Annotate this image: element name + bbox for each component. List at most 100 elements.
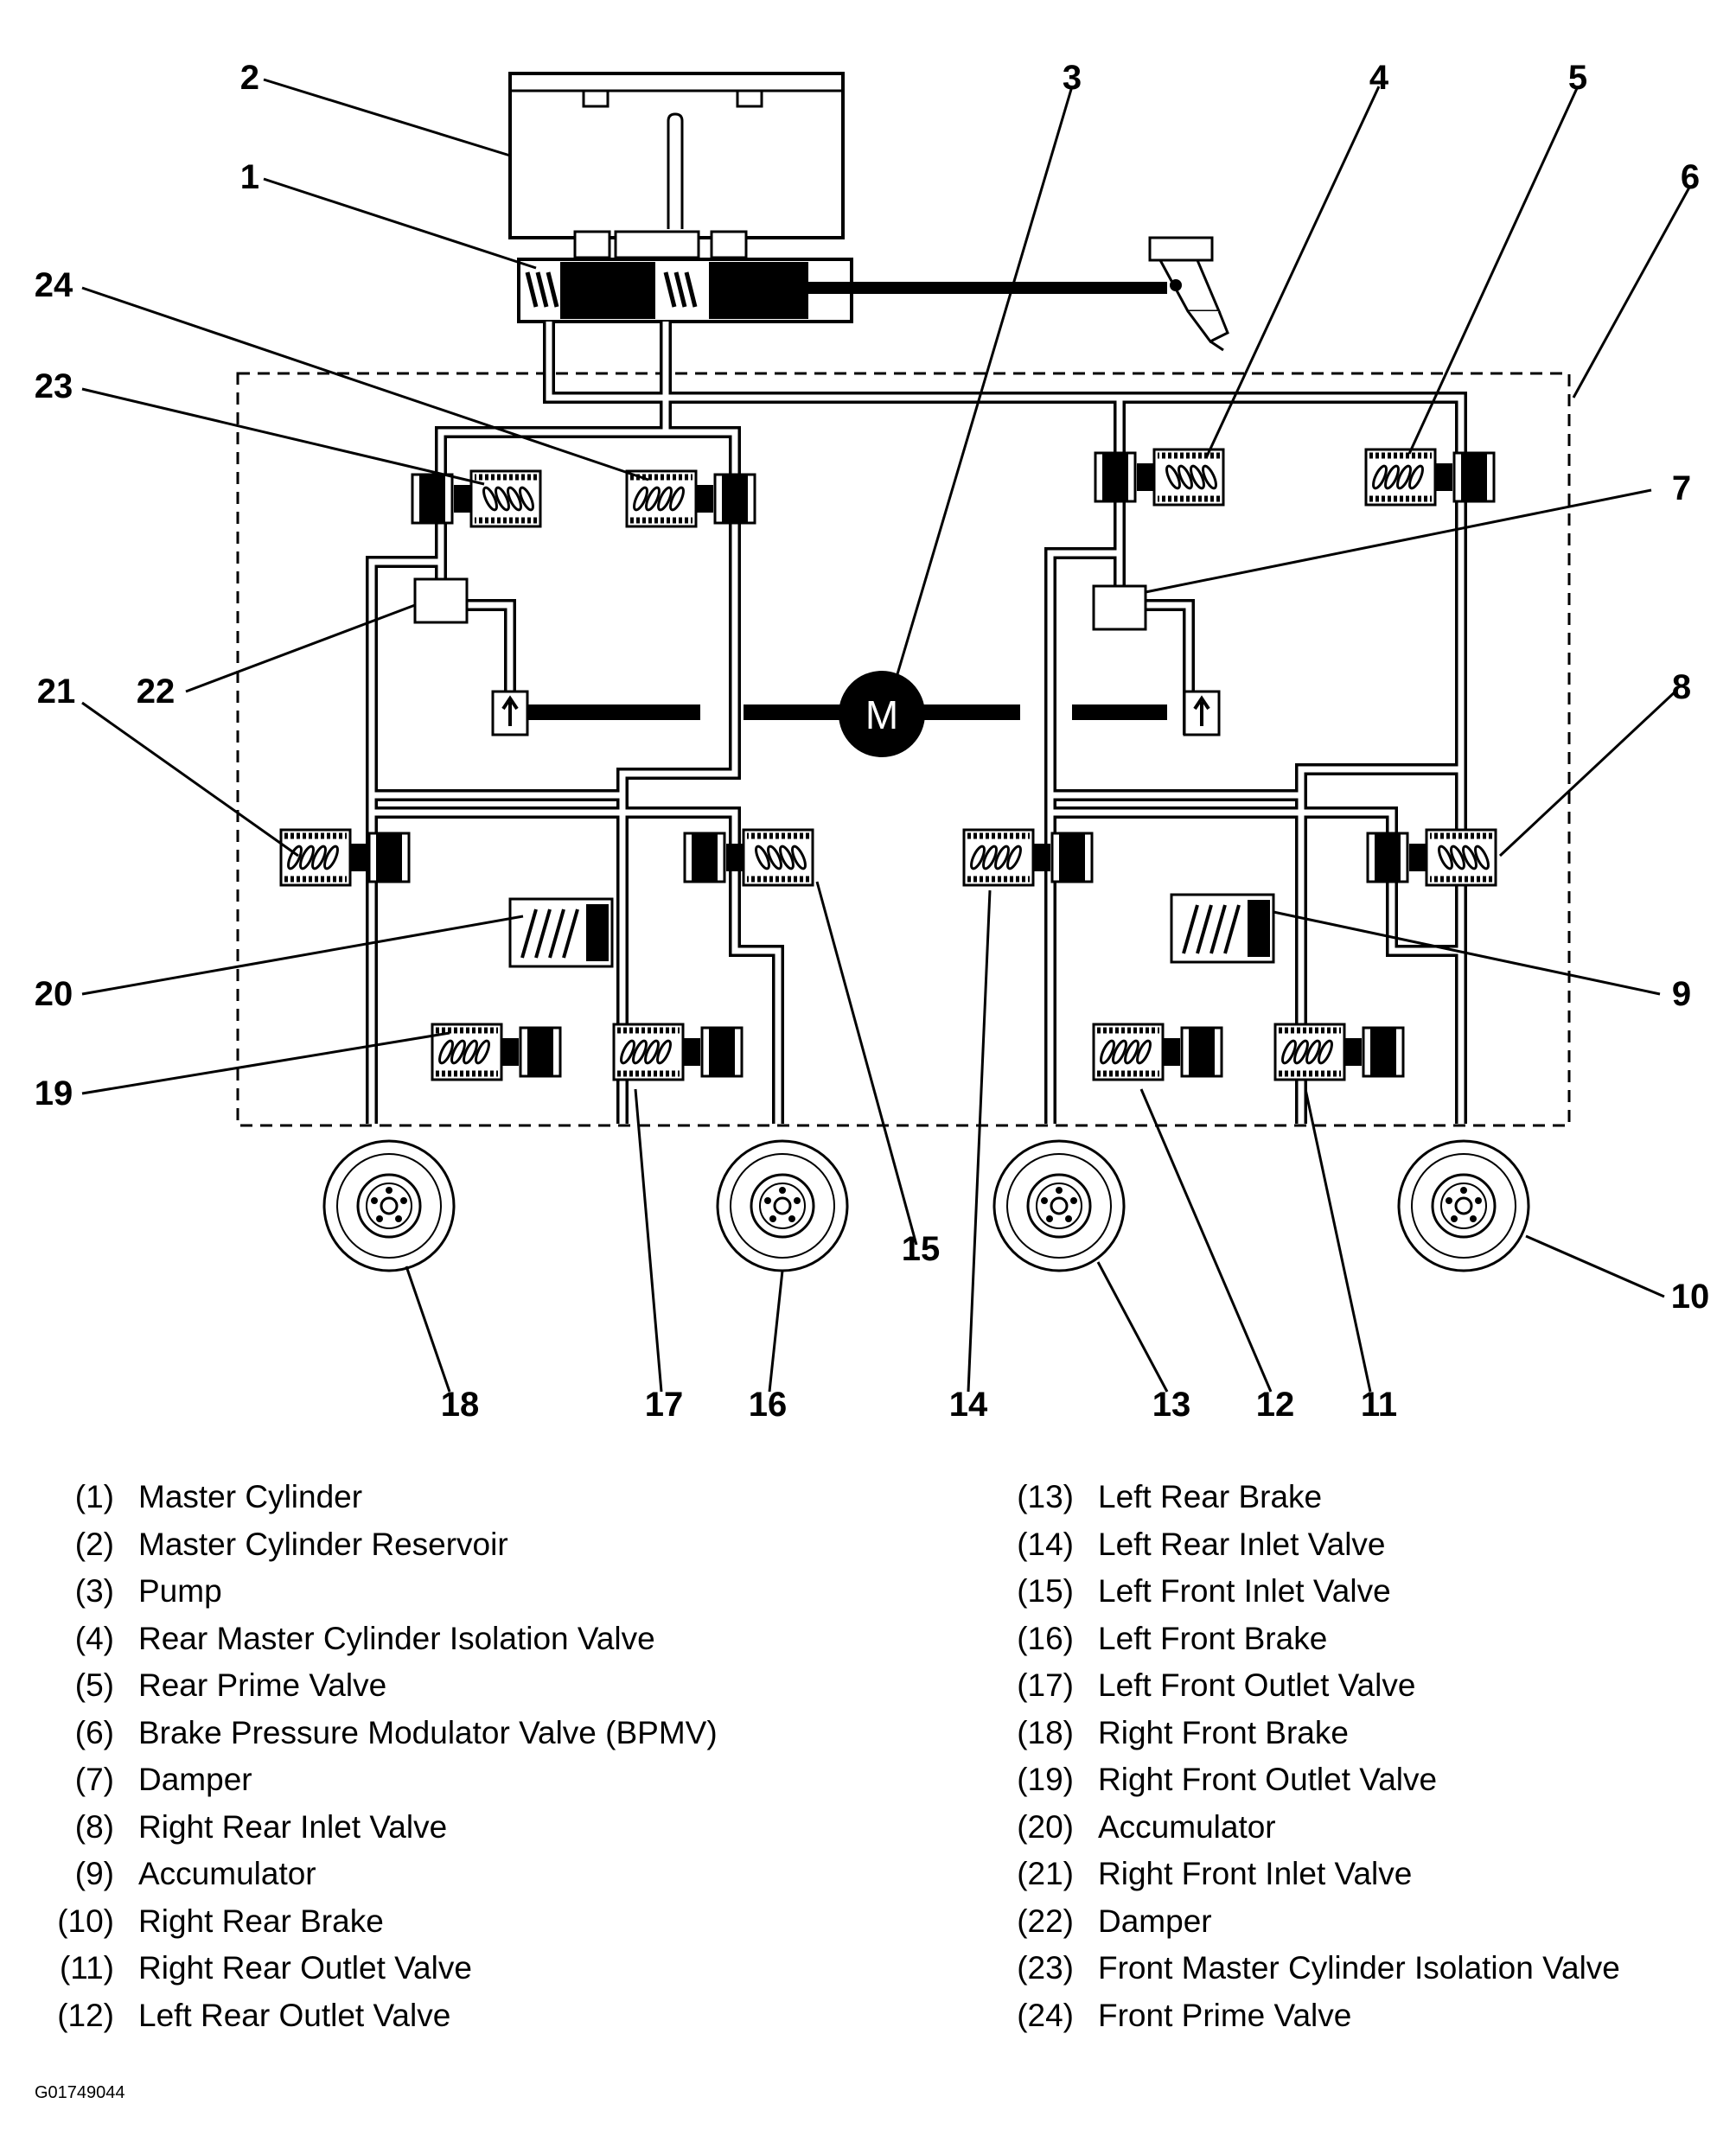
legend-number: (17) <box>1017 1667 1074 1703</box>
valve-12 <box>1094 1024 1222 1080</box>
legend-label: Damper <box>138 1762 252 1797</box>
valve-8 <box>1368 830 1496 885</box>
callout-10: 10 <box>1671 1278 1710 1316</box>
legend-label: Accumulator <box>138 1856 316 1891</box>
legend-number: (13) <box>1017 1479 1074 1514</box>
callout-21: 21 <box>37 673 76 711</box>
legend-item: (24) Front Prime Valve <box>994 1992 1620 2040</box>
legend-left-column: (1) Master Cylinder (2)Master Cylinder Re… <box>35 1474 718 2039</box>
callout-2: 2 <box>240 59 259 97</box>
legend-item: (17)Left Front Outlet Valve <box>994 1662 1620 1710</box>
legend-label: Front Master Cylinder Isolation Valve <box>1098 1950 1620 1986</box>
legend-item: (22) Damper <box>994 1898 1620 1946</box>
callout-19: 19 <box>35 1074 73 1112</box>
valve-23 <box>412 471 540 526</box>
callout-1: 1 <box>240 158 259 196</box>
callout-16: 16 <box>749 1386 788 1424</box>
legend-number: (12) <box>57 1997 114 2033</box>
legend-label: Left Front Inlet Valve <box>1098 1573 1391 1609</box>
legend-number: (18) <box>1017 1714 1074 1750</box>
accumulator-9 <box>1170 893 1275 964</box>
legend-item: (16) Left Front Brake <box>994 1616 1620 1663</box>
callout-4: 4 <box>1369 59 1389 97</box>
legend-label: Right Rear Outlet Valve <box>138 1950 472 1986</box>
figure-id: G01749044 <box>35 2083 125 2102</box>
legend-label: Master Cylinder <box>138 1479 363 1514</box>
legend-number: (5) <box>74 1667 114 1703</box>
legend-number: (9) <box>74 1856 114 1891</box>
legend-label: Rear Master Cylinder Isolation Valve <box>138 1620 655 1656</box>
callout-17: 17 <box>645 1386 684 1424</box>
callout-22: 22 <box>137 673 176 711</box>
wheel-18-right-front-brake <box>322 1139 456 1272</box>
valve-21 <box>281 830 409 885</box>
callout-numbers: 2 1 3 4 5 6 7 8 9 10 11 12 13 14 15 16 1… <box>35 59 1710 1424</box>
legend-label: Right Front Outlet Valve <box>1098 1762 1438 1797</box>
brake-pedal <box>1148 236 1229 352</box>
callout-9: 9 <box>1672 975 1691 1013</box>
legend-label: Brake Pressure Modulator Valve (BPMV) <box>138 1714 718 1750</box>
legend-item: (1) Master Cylinder <box>35 1474 718 1521</box>
legend-item: (6) Brake Pressure Modulator Valve (BPMV) <box>35 1710 718 1757</box>
legend-number: (20) <box>1017 1808 1074 1845</box>
legend-label: Right Rear Brake <box>138 1903 384 1939</box>
valve-17 <box>614 1024 742 1080</box>
legend-label: Rear Prime Valve <box>138 1667 387 1703</box>
legend-number: (23) <box>1017 1950 1074 1986</box>
legend-item: (11)Right Rear Outlet Valve <box>35 1945 718 1992</box>
legend-number: (1) <box>74 1479 114 1514</box>
legend-label: Right Front Brake <box>1098 1714 1349 1750</box>
legend-label: Accumulator <box>1098 1808 1276 1845</box>
legend-label: Right Rear Inlet Valve <box>138 1808 448 1845</box>
valve-5 <box>1366 449 1494 505</box>
valve-4 <box>1095 449 1223 505</box>
legend-number: (22) <box>1017 1903 1074 1939</box>
callout-23: 23 <box>35 367 73 405</box>
valve-15 <box>685 830 813 885</box>
legend-item: (21)Right Front Inlet Valve <box>994 1851 1620 1898</box>
legend-label: Left Rear Brake <box>1098 1479 1323 1514</box>
callout-24: 24 <box>35 266 73 304</box>
legend-item: (23) Front Master Cylinder Isolation Valv… <box>994 1945 1620 1992</box>
legend-number: (6) <box>74 1714 114 1750</box>
legend-item: (2)Master Cylinder Reservoir <box>35 1521 718 1569</box>
brake-system-diagram: M <box>35 59 1710 1424</box>
damper-22 <box>413 577 469 624</box>
legend-right-column: (13) Left Rear Brake (14) Left Rear Inlet … <box>994 1474 1620 2039</box>
wheel-10-right-rear-brake <box>1397 1139 1530 1272</box>
valve-11 <box>1275 1024 1403 1080</box>
legend-number: (19) <box>1017 1762 1074 1797</box>
legend-number: (3) <box>74 1573 114 1609</box>
callout-7: 7 <box>1672 469 1691 507</box>
valve-14 <box>964 830 1092 885</box>
legend-label: Damper <box>1098 1903 1212 1939</box>
legend-item: (3)Pump <box>35 1568 718 1616</box>
legend-label: Left Rear Outlet Valve <box>138 1997 451 2033</box>
callout-11: 11 <box>1361 1386 1397 1424</box>
legend-label: Left Rear Inlet Valve <box>1098 1526 1386 1562</box>
wheel-13-left-rear-brake <box>992 1139 1126 1272</box>
callout-8: 8 <box>1672 668 1691 706</box>
legend-number: (15) <box>1017 1573 1074 1609</box>
legend-number: (14) <box>1017 1526 1074 1562</box>
legend-number: (10) <box>57 1903 114 1939</box>
legend-item: (20) Accumulator <box>994 1804 1620 1852</box>
callout-20: 20 <box>35 975 73 1013</box>
bpmv-housing-outline <box>236 372 1571 1127</box>
callout-14: 14 <box>949 1386 988 1424</box>
legend-item: (15) Left Front Inlet Valve <box>994 1568 1620 1616</box>
master-cylinder-reservoir <box>508 72 845 259</box>
legend-item: (19) Right Front Outlet Valve <box>994 1756 1620 1804</box>
legend-item: (10) Right Rear Brake <box>35 1898 718 1946</box>
legend-number: (24) <box>1017 1997 1074 2033</box>
callout-3: 3 <box>1063 59 1082 97</box>
legend-label: Left Front Brake <box>1098 1620 1328 1656</box>
damper-7 <box>1092 584 1147 631</box>
accumulator-20 <box>508 897 614 968</box>
legend-number: (16) <box>1017 1620 1074 1656</box>
legend-item: (8)Right Rear Inlet Valve <box>35 1804 718 1852</box>
motor-label: M <box>865 692 898 737</box>
leader-lines <box>81 78 1692 1393</box>
legend-number: (2) <box>74 1526 114 1562</box>
legend-label: Front Prime Valve <box>1098 1997 1352 2033</box>
